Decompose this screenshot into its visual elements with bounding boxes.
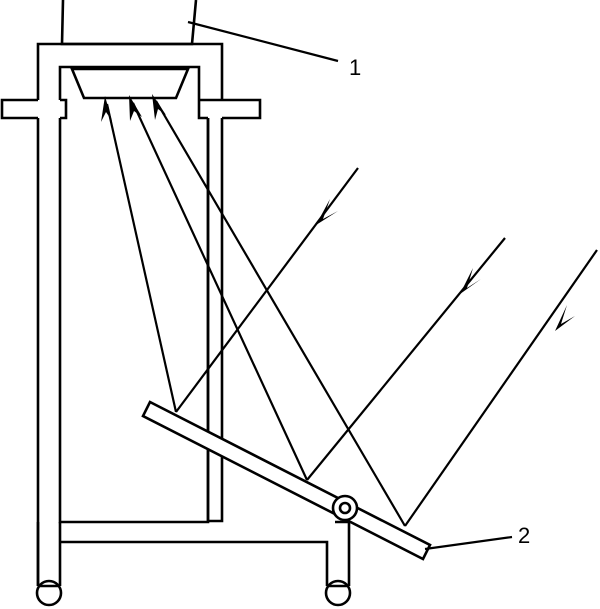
top-bowl — [60, 0, 198, 46]
mirror-plate — [141, 400, 432, 561]
arrowhead-reflected-1 — [101, 96, 112, 122]
reflected-ray-1 — [105, 103, 178, 413]
left-wheel — [35, 579, 63, 607]
reflected-ray-3 — [155, 100, 406, 527]
arrowhead-reflected-3 — [152, 94, 166, 120]
arrowhead-reflected-2 — [129, 95, 142, 121]
frame-inner-top — [58, 65, 201, 100]
left-flange — [0, 98, 68, 120]
arrowhead-incoming-2 — [460, 268, 481, 294]
frame-right-inner — [206, 118, 224, 523]
arrowhead-incoming-3 — [555, 305, 575, 331]
leader-line-1 — [187, 20, 339, 63]
leader-line-2 — [424, 535, 513, 551]
frame-inner-left — [58, 118, 210, 524]
incoming-ray-2 — [306, 237, 506, 481]
reflected-ray-2 — [132, 102, 308, 481]
incoming-ray-3 — [404, 249, 598, 527]
callout-label-1: 1 — [349, 55, 361, 80]
pivot-inner — [338, 501, 352, 515]
right-wheel — [324, 579, 352, 607]
right-flange — [197, 98, 262, 120]
inner-bowl — [70, 67, 190, 100]
callout-label-2: 2 — [518, 523, 530, 548]
arrowhead-incoming-1 — [316, 199, 338, 225]
base-frame — [36, 520, 351, 586]
frame-outer — [36, 42, 224, 100]
